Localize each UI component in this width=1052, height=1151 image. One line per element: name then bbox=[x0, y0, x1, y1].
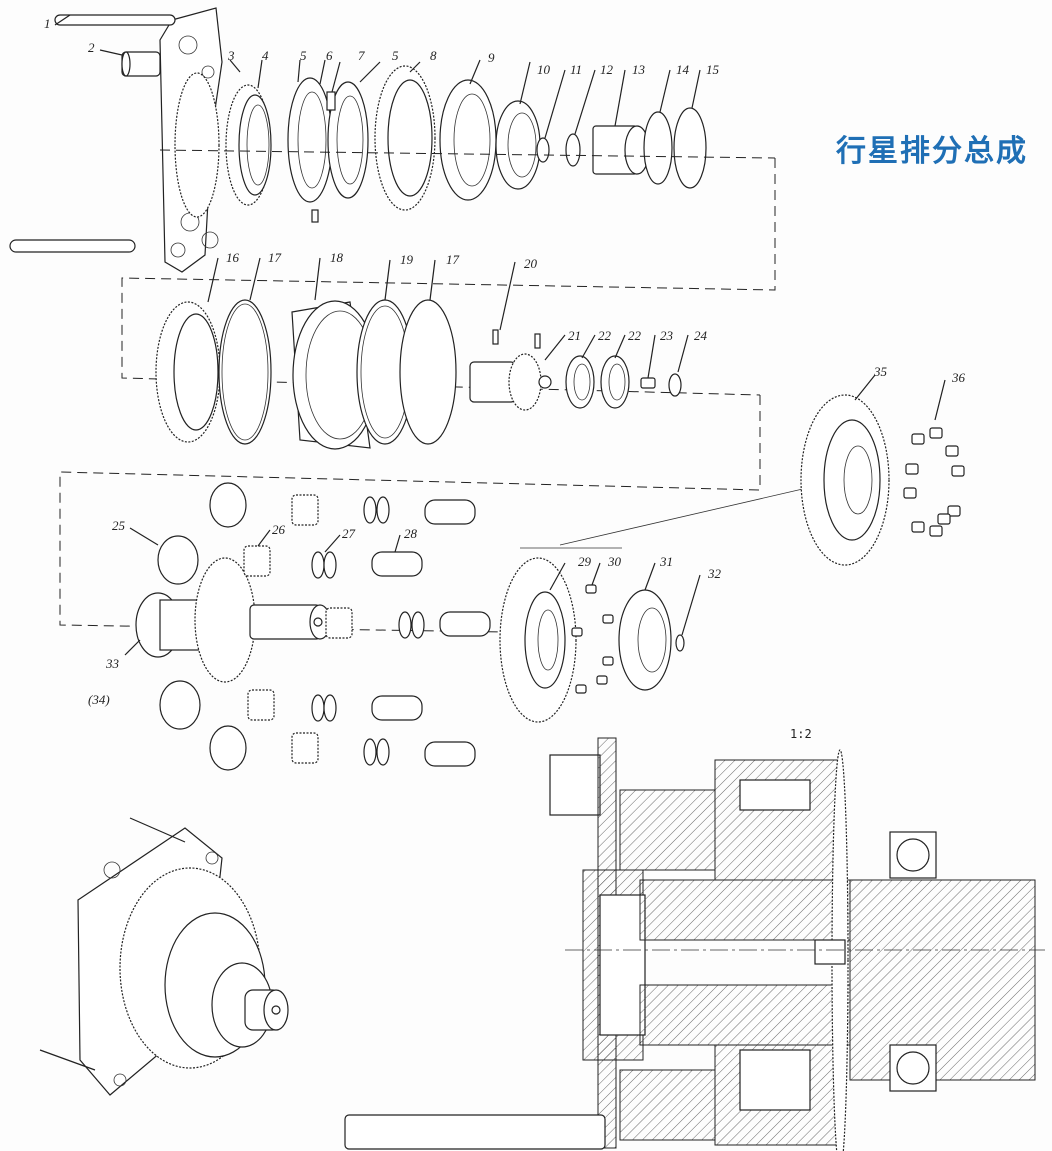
assembled-isometric-view bbox=[39, 817, 289, 1096]
seal-10 bbox=[495, 100, 541, 190]
dowel-pin-long bbox=[9, 239, 136, 253]
callout-16: 16 bbox=[226, 250, 240, 265]
ring-gear-3-4 bbox=[225, 84, 272, 206]
tone-wheel-29 bbox=[499, 557, 577, 723]
seal-19-17b bbox=[356, 299, 457, 445]
callout-22b: 22 bbox=[628, 328, 642, 343]
callout-20: 20 bbox=[524, 256, 538, 271]
callout-33: 33 bbox=[105, 656, 120, 671]
callout-23: 23 bbox=[660, 328, 674, 343]
dowel-pin-1 bbox=[54, 14, 176, 26]
callout-24: 24 bbox=[694, 328, 708, 343]
callout-34: (34) bbox=[88, 692, 110, 707]
callout-19: 19 bbox=[400, 252, 414, 267]
snap-rings-11-12 bbox=[536, 133, 581, 167]
housing-18 bbox=[291, 300, 378, 450]
scale-label: 1:2 bbox=[790, 727, 812, 741]
callout-11: 11 bbox=[570, 62, 582, 77]
leader-lines bbox=[54, 14, 946, 656]
callout-2: 2 bbox=[88, 40, 95, 55]
bearing-31 bbox=[618, 589, 672, 691]
part-callouts: 1 2 3 4 5 6 7 5 8 9 10 11 12 13 14 15 16… bbox=[44, 16, 966, 741]
mounting-plate bbox=[159, 7, 223, 273]
callout-3: 3 bbox=[227, 48, 235, 63]
bushing-2 bbox=[121, 51, 161, 77]
callout-28: 28 bbox=[404, 526, 418, 541]
planet-pins-28 bbox=[371, 499, 491, 767]
callout-5b: 5 bbox=[392, 48, 399, 63]
callout-1: 1 bbox=[44, 16, 51, 31]
callout-9: 9 bbox=[488, 50, 495, 65]
sun-gear-shaft-20-21 bbox=[469, 329, 552, 411]
needle-bearing-13 bbox=[592, 125, 650, 175]
callout-36: 36 bbox=[951, 370, 966, 385]
callout-10: 10 bbox=[537, 62, 551, 77]
callout-17b: 17 bbox=[446, 252, 460, 267]
callout-4: 4 bbox=[262, 48, 269, 63]
callout-7: 7 bbox=[358, 48, 365, 63]
callout-27: 27 bbox=[342, 526, 356, 541]
callout-14: 14 bbox=[676, 62, 690, 77]
callout-6: 6 bbox=[326, 48, 333, 63]
callout-12: 12 bbox=[600, 62, 614, 77]
bolts-36 bbox=[903, 427, 965, 537]
callout-5a: 5 bbox=[300, 48, 307, 63]
circlips-14-15 bbox=[643, 107, 707, 189]
planet-carrier bbox=[135, 557, 331, 683]
callout-18: 18 bbox=[330, 250, 344, 265]
planet-bearing-25 bbox=[157, 482, 247, 771]
synchronizer-5-7 bbox=[287, 77, 369, 223]
callout-21: 21 bbox=[568, 328, 581, 343]
callout-8: 8 bbox=[430, 48, 437, 63]
bolts-30 bbox=[571, 584, 614, 694]
bearings-22 bbox=[565, 355, 630, 409]
callout-31: 31 bbox=[659, 554, 673, 569]
callout-35: 35 bbox=[873, 364, 888, 379]
callout-22a: 22 bbox=[598, 328, 612, 343]
callout-13: 13 bbox=[632, 62, 646, 77]
needle-rollers-26 bbox=[243, 494, 353, 764]
driven-gear-35 bbox=[800, 394, 890, 566]
assembly-title: 行星排分总成 bbox=[836, 134, 1028, 169]
section-view bbox=[344, 737, 1045, 1151]
callout-17a: 17 bbox=[268, 250, 282, 265]
bolt-23-washer-24 bbox=[640, 373, 682, 397]
bearing-9 bbox=[439, 79, 497, 201]
plug-32 bbox=[675, 634, 685, 652]
callout-26: 26 bbox=[272, 522, 286, 537]
callout-30: 30 bbox=[607, 554, 622, 569]
callout-32: 32 bbox=[707, 566, 722, 581]
o-ring-17a bbox=[218, 299, 272, 445]
washers-27 bbox=[311, 496, 425, 766]
callout-15: 15 bbox=[706, 62, 720, 77]
ring-gear-8 bbox=[374, 65, 436, 211]
callout-25: 25 bbox=[112, 518, 126, 533]
callout-29: 29 bbox=[578, 554, 592, 569]
ring-16 bbox=[155, 301, 221, 443]
